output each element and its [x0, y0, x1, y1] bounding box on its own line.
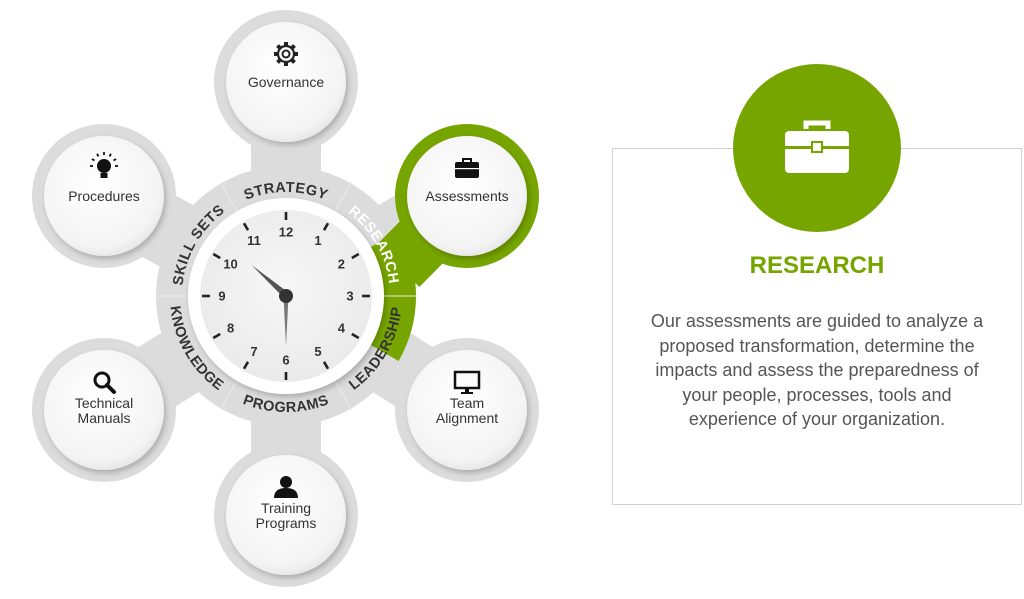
- satellite-circle[interactable]: [407, 136, 527, 256]
- gear-tooth: [284, 61, 288, 66]
- minute-hand: [283, 296, 289, 346]
- briefcase-icon: [455, 158, 479, 178]
- case: [455, 162, 479, 178]
- satellite-label: Team: [450, 395, 484, 411]
- satellite-circle[interactable]: [44, 136, 164, 256]
- stand-base: [461, 392, 473, 394]
- panel-description: Our assessments are guided to analyze a …: [650, 311, 984, 429]
- hour-tick: [351, 332, 360, 340]
- ring-label-text: STRATEGY: [242, 180, 330, 204]
- satellite-label: Technical: [75, 395, 133, 411]
- satellite-assessments[interactable]: Assessments: [407, 136, 527, 256]
- ring-label-programs: PROGRAMS: [241, 392, 331, 416]
- lens: [93, 371, 111, 389]
- lens-handle: [105, 383, 116, 394]
- hour-tick: [242, 361, 250, 370]
- hour-tick: [212, 252, 221, 260]
- segment-divider: [219, 378, 239, 411]
- lightbulb-icon: [90, 152, 118, 178]
- hour-hand: [251, 265, 289, 298]
- clock-number: 6: [282, 353, 289, 368]
- clock-number: 2: [338, 257, 345, 272]
- satellite-procedures[interactable]: Procedures: [44, 136, 164, 256]
- segment-divider: [333, 378, 353, 411]
- satellite-label: Training: [261, 500, 311, 516]
- satellite-label: Assessments: [425, 188, 508, 204]
- clock-number: 1: [314, 233, 321, 248]
- clock-number: 5: [314, 344, 321, 359]
- satellite-circle[interactable]: [44, 350, 164, 470]
- segment-divider: [219, 181, 239, 214]
- satellite-circle[interactable]: [226, 455, 346, 575]
- bulb-ray: [108, 153, 112, 157]
- gear-tooth: [276, 44, 283, 51]
- stand: [465, 388, 469, 392]
- gear-tooth: [274, 52, 279, 56]
- hour-tick: [322, 361, 330, 370]
- research-badge: [733, 64, 901, 232]
- hour-tick: [351, 252, 360, 260]
- ring-label-strategy: STRATEGY: [242, 180, 330, 204]
- satellite-label: Alignment: [436, 410, 498, 426]
- panel-title: RESEARCH: [749, 252, 885, 279]
- clock-number: 8: [227, 321, 234, 336]
- clock-number: 4: [338, 321, 346, 336]
- clock-number: 7: [250, 344, 257, 359]
- clock-number: 9: [218, 289, 225, 304]
- hour-tick: [212, 332, 221, 340]
- satellite-label: Procedures: [68, 188, 140, 204]
- bulb: [97, 159, 111, 173]
- satellite-label: Governance: [248, 74, 324, 90]
- gear-tooth: [293, 52, 298, 56]
- bulb-ray: [113, 158, 117, 162]
- clock-number: 12: [279, 225, 293, 240]
- head: [280, 476, 292, 488]
- bulb-base: [100, 173, 108, 178]
- satellite-governance[interactable]: Governance: [226, 22, 346, 142]
- briefcase-icon: [785, 120, 849, 173]
- monitor-icon: [453, 370, 481, 394]
- clock-number: 3: [346, 289, 353, 304]
- clock-number: 11: [247, 233, 261, 248]
- satellite-label: Manuals: [78, 410, 131, 426]
- handle: [462, 158, 472, 162]
- gear-tooth: [284, 42, 288, 47]
- clock-center: [279, 289, 293, 303]
- bulb-ray: [96, 153, 100, 157]
- case-band: [455, 168, 479, 170]
- satellite-circle[interactable]: [226, 22, 346, 142]
- hour-tick: [242, 222, 250, 231]
- satellite-circle[interactable]: [407, 350, 527, 470]
- gear-tooth: [289, 57, 296, 64]
- clock-diagram: STRATEGYRESEARCHLEADERSHIPPROGRAMSKNOWLE…: [32, 10, 539, 587]
- gear-hole: [281, 49, 291, 59]
- body: [274, 488, 298, 498]
- clock-number: 10: [223, 257, 237, 272]
- ring-label-text: PROGRAMS: [241, 392, 331, 416]
- segment-divider: [333, 181, 353, 214]
- hour-tick: [322, 222, 330, 231]
- search-icon: [93, 371, 116, 394]
- bulb-ray: [91, 158, 95, 162]
- person-icon: [274, 476, 298, 498]
- gear-icon: [274, 42, 298, 66]
- gear-tooth: [289, 44, 296, 51]
- satellite-label: Programs: [256, 515, 317, 531]
- gear-tooth: [276, 57, 283, 64]
